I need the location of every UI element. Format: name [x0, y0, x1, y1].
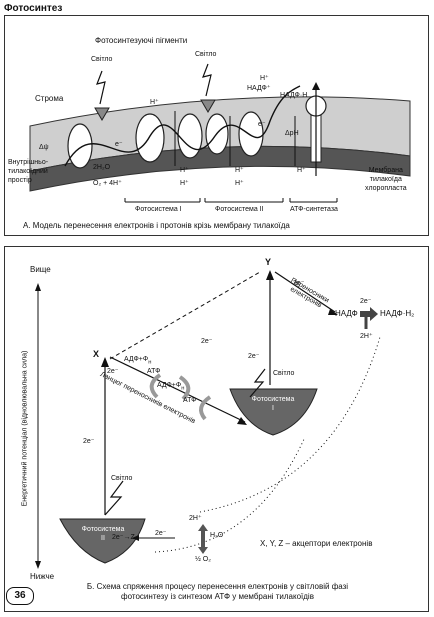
lumen-line-3: простір [8, 177, 32, 184]
light-left-label: Світло [91, 56, 113, 63]
two-e-ps1: 2e⁻ [248, 353, 260, 360]
adp-1: АДФ+Фн [124, 356, 151, 365]
h-plus-label: 2H⁺ [189, 515, 202, 522]
complex-5 [238, 111, 264, 157]
water-label: 2H₂O [93, 164, 111, 171]
page-number: 36 [6, 587, 34, 605]
ps2-line-1: Фотосистема [81, 526, 125, 533]
atp-synthase-label: АТФ-синтетаза [290, 206, 338, 213]
adp-1-sub: н [148, 359, 152, 366]
complex-2 [135, 113, 165, 163]
membrane-diagram [29, 63, 411, 203]
caption-b-line-2: фотосинтезу із синтезом АТФ у мембрані т… [121, 592, 314, 601]
two-e-top: 2e⁻ [293, 280, 305, 287]
membrane-label: Мембрана тилакоїда хлоропласта [365, 166, 407, 193]
z-label: Z [130, 534, 135, 541]
adp-2-text: АДФ+Ф [157, 382, 182, 389]
nadp-label: НАДФ [335, 309, 358, 318]
atp-1: АТФ [147, 368, 161, 375]
panel-a: Фотосинтезуючі пігменти Світло Світло Ст… [4, 15, 429, 236]
ps1-shape [229, 388, 318, 436]
proton-top: H⁺ [260, 75, 269, 82]
lumen-line-1: Внутрішньо- [8, 159, 49, 166]
light-ps2: Світло [111, 475, 133, 482]
delta-psi-label: Δψ [39, 144, 49, 151]
ps1-line-1: Фотосистема [251, 396, 295, 403]
ps1-label: Фотосистема I [135, 206, 182, 213]
stroma-label: Строма [35, 94, 64, 103]
membrane-line-3: хлоропласта [365, 185, 407, 192]
pigments-label: Фотосинтезуючі пігменти [95, 36, 188, 45]
complex-3 [177, 113, 203, 159]
two-e-z: 2e⁻ [155, 530, 167, 537]
nadp-label: НАДФ⁺ [247, 85, 271, 92]
two-e-z-arrow: 2e⁻ [112, 534, 124, 541]
electron-label-2: e⁻ [258, 121, 266, 128]
lower-label: Нижче [30, 572, 55, 581]
nadph-label: НАДФ·Н [280, 92, 308, 99]
lumen-label: Внутрішньо- тилакоїдний простір [8, 158, 48, 185]
two-h-nadp: 2H⁺ [360, 333, 373, 340]
membrane-line-2: тилакоїда [369, 176, 402, 183]
two-e-ps2: 2e⁻ [83, 438, 95, 445]
adp-2: АДФ+Фн [157, 382, 184, 391]
pigment-right [200, 99, 216, 113]
two-e-dashed: 2e⁻ [201, 338, 213, 345]
h2o-label: H₂O [210, 532, 224, 539]
pigment-left [94, 107, 110, 121]
caption-b: Б. Схема спряження процесу перенесення е… [5, 582, 430, 602]
complex-1 [67, 123, 93, 169]
light-ps1: Світло [273, 370, 295, 377]
page-title: Фотосинтез [4, 3, 63, 14]
z-acceptor: 2e⁻→Z [112, 534, 135, 541]
y-acceptor: Y [265, 257, 272, 267]
adp-1-text: АДФ+Ф [124, 356, 149, 363]
two-e-x: 2e⁻ [107, 368, 119, 375]
two-e-nadp: 2e⁻ [360, 298, 372, 305]
proton-lumen-1: H⁺ [180, 167, 189, 174]
proton-lumen-5: H⁺ [297, 167, 306, 174]
panel-b: Вище Нижче Енергетичний потенціал (відно… [4, 246, 429, 612]
ps1-line-2: I [272, 405, 274, 412]
ps2-shape [59, 518, 146, 564]
acceptors-note: X, Y, Z – акцептори електронів [260, 539, 373, 548]
lumen-line-2: тилакоїдний [8, 168, 48, 175]
adp-2-sub: н [181, 385, 185, 392]
ps2-label: Фотосистема II [215, 206, 264, 213]
half-o2-label: ½ O₂ [195, 556, 211, 563]
proton-lumen-2: H⁺ [235, 167, 244, 174]
higher-label: Вище [30, 265, 51, 274]
ps2-line-2: II [101, 535, 105, 542]
z-scheme [35, 270, 381, 569]
caption-b-line-1: Б. Схема спряження процесу перенесення е… [86, 582, 349, 591]
electron-label-1: e⁻ [115, 141, 123, 148]
nadph-label: НАДФ·Н₂ [380, 309, 415, 318]
membrane-line-1: Мембрана [368, 167, 403, 174]
ps1-label: Фотосистема I [243, 395, 303, 413]
caption-a: А. Модель перенесення електронів і прото… [23, 221, 290, 230]
proton-lumen-3: H⁺ [180, 180, 189, 187]
y-axis-label: Енергетичний потенціал (відновлювальна с… [21, 350, 29, 507]
ps2-label: Фотосистема II [73, 525, 133, 543]
x-acceptor: X [93, 349, 100, 359]
delta-ph-label: ΔpH [285, 130, 299, 137]
light-right-label: Світло [195, 51, 217, 58]
atp-2: АТФ [183, 397, 197, 404]
proton-mid: H⁺ [150, 99, 159, 106]
proton-lumen-4: H⁺ [235, 180, 244, 187]
oxygen-label: O₂ + 4H⁺ [93, 180, 122, 187]
